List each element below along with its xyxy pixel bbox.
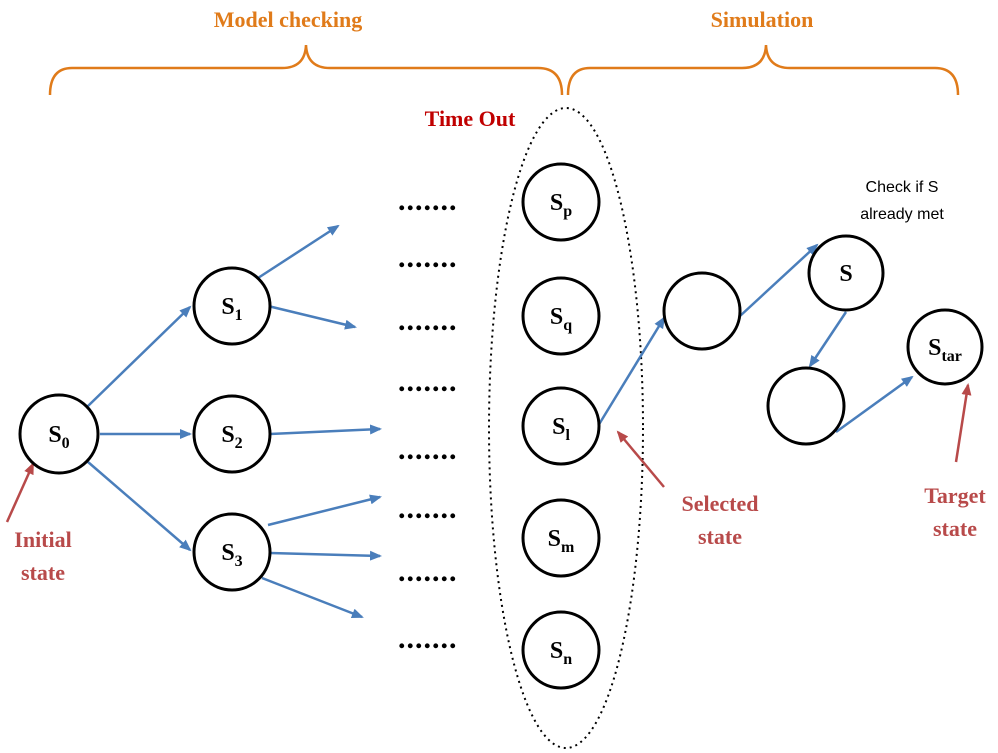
target-state-label-line-1: Target	[924, 483, 986, 508]
ellipsis-row-1: .......	[398, 184, 458, 217]
time-out-ellipse	[488, 107, 644, 749]
ellipsis-row-8: .......	[398, 622, 458, 655]
node-s3: S3	[192, 512, 272, 592]
svg-text:Sq: Sq	[550, 304, 572, 334]
edge-s3-mid	[269, 550, 382, 561]
node-s3-label: S	[221, 540, 234, 566]
edge-s0-s1	[87, 305, 192, 407]
selected-state-arrow	[616, 430, 665, 488]
node-sm: Sm	[521, 498, 601, 578]
ellipsis-row-7: .......	[398, 555, 458, 588]
simulation-node-1	[662, 271, 742, 351]
node-star-label: S	[928, 335, 941, 361]
node-sp-subscript: p	[563, 203, 572, 220]
edge-s3-down	[261, 576, 364, 619]
node-sn: Sn	[521, 610, 601, 690]
edge-sl-sim1	[596, 316, 666, 427]
check-note-line-2: already met	[860, 206, 944, 223]
check-note-line-1: Check if S	[866, 179, 939, 196]
node-s0: S0	[18, 393, 100, 475]
svg-text:S3: S3	[221, 540, 242, 570]
node-sq-label: S	[550, 304, 563, 330]
node-s1: S1	[192, 266, 272, 346]
node-sl: Sl	[521, 386, 601, 466]
svg-text:S0: S0	[48, 422, 69, 452]
svg-text:S: S	[839, 261, 852, 287]
svg-text:Sn: Sn	[550, 638, 572, 668]
node-s: S	[807, 234, 885, 312]
edge-s-sim2	[808, 311, 848, 368]
svg-text:Sm: Sm	[548, 526, 575, 556]
node-s2: S2	[192, 394, 272, 474]
node-s0-subscript: 0	[62, 435, 70, 452]
node-sp-label: S	[550, 190, 563, 216]
node-s2-label: S	[221, 422, 234, 448]
node-sp: Sp	[521, 162, 601, 242]
selected-state-label-line-1: Selected	[682, 491, 759, 516]
edge-s1-up	[257, 224, 340, 280]
simulation-label: Simulation	[711, 7, 814, 32]
ellipsis-row-5: .......	[398, 433, 458, 466]
initial-state-arrow	[5, 462, 35, 523]
node-sm-label: S	[548, 526, 561, 552]
model-checking-label: Model checking	[214, 7, 363, 32]
node-sn-subscript: n	[563, 651, 572, 668]
edge-s1-down	[267, 304, 357, 330]
node-s3-subscript: 3	[235, 553, 243, 570]
ellipsis-row-2: .......	[398, 241, 458, 274]
target-state-label-line-2: state	[933, 516, 977, 541]
initial-state-label-line-2: state	[21, 560, 65, 585]
simulation-brace	[566, 44, 960, 96]
ellipsis-row-3: .......	[398, 304, 458, 337]
node-s0-label: S	[48, 422, 61, 448]
node-s1-subscript: 1	[235, 307, 243, 324]
node-sl-subscript: l	[565, 427, 570, 444]
node-star-subscript: tar	[941, 348, 961, 365]
node-s2-subscript: 2	[235, 435, 243, 452]
node-s1-label: S	[221, 294, 234, 320]
selected-state-label-line-2: state	[698, 524, 742, 549]
svg-text:S2: S2	[221, 422, 242, 452]
svg-text:Sl: Sl	[552, 414, 570, 444]
svg-text:Sp: Sp	[550, 190, 572, 220]
node-sq: Sq	[521, 276, 601, 356]
svg-text:Star: Star	[928, 335, 962, 365]
time-out-label: Time Out	[425, 106, 516, 131]
node-sn-label: S	[550, 638, 563, 664]
node-sq-subscript: q	[563, 317, 572, 334]
node-s-label: S	[839, 261, 852, 287]
node-sm-subscript: m	[561, 539, 575, 556]
edge-sim1-s	[739, 243, 819, 317]
edge-s3-up	[267, 494, 382, 527]
target-state-arrow	[954, 383, 972, 463]
ellipsis-row-6: .......	[398, 492, 458, 525]
edge-sim2-star	[835, 375, 914, 434]
ellipsis-row-4: .......	[398, 365, 458, 398]
simulation-node-2	[766, 366, 846, 446]
edge-s2-out	[269, 424, 382, 436]
edge-s0-s3	[87, 461, 192, 552]
node-star: Star	[906, 308, 984, 386]
model-checking-brace	[48, 44, 564, 96]
initial-state-label-line-1: Initial	[14, 527, 71, 552]
svg-text:S1: S1	[221, 294, 242, 324]
node-sl-label: S	[552, 414, 565, 440]
